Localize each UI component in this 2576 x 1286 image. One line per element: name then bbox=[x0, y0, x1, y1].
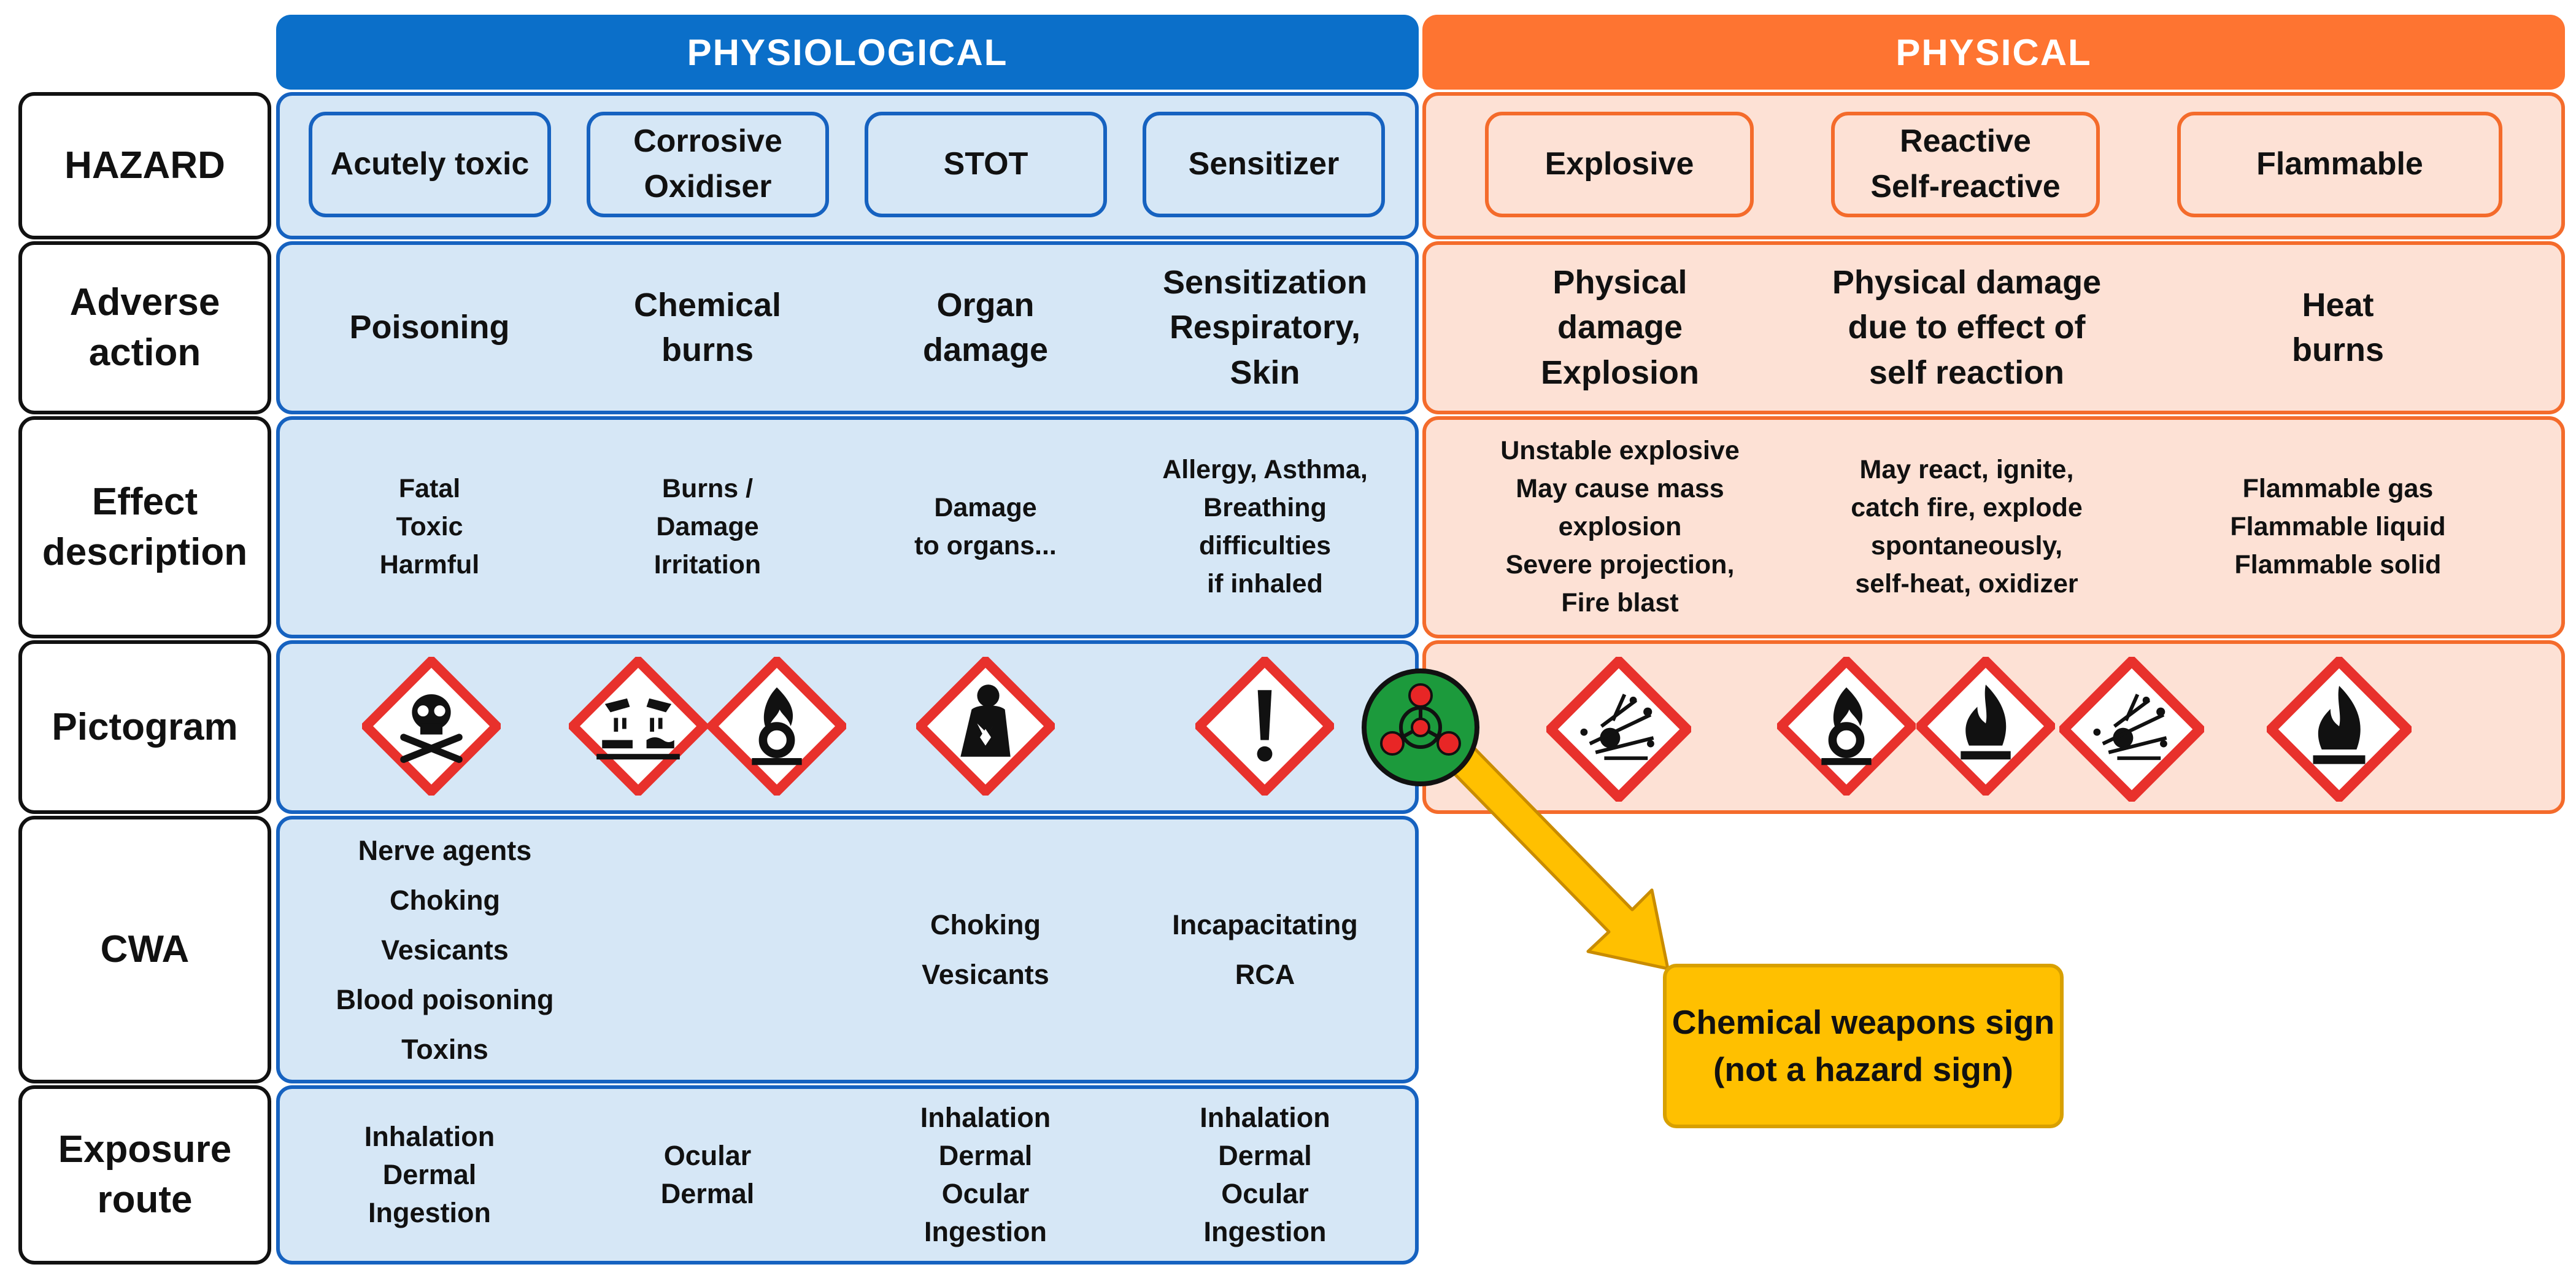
hazard-stot: STOT bbox=[865, 112, 1107, 217]
exploding-bomb-icon bbox=[2059, 657, 2204, 802]
cwa-stot: Choking Vesicants bbox=[922, 909, 1049, 990]
exploding-bomb-icon bbox=[1546, 657, 1691, 802]
flame-over-circle-icon bbox=[1777, 657, 1916, 796]
physical-effect-panel bbox=[1422, 416, 2565, 638]
hazard-acutely-toxic: Acutely toxic bbox=[309, 112, 551, 217]
adverse-heat-burns: Heat burns bbox=[2291, 286, 2384, 368]
effect-flammable: Flammable gas Flammable liquid Flammable… bbox=[2230, 474, 2446, 579]
physical-header: PHYSICAL bbox=[1422, 15, 2565, 90]
corrosion-icon bbox=[569, 657, 708, 796]
physiological-cwa-panel bbox=[276, 816, 1419, 1083]
effect-stot: Damage to organs... bbox=[914, 493, 1057, 560]
health-hazard-icon bbox=[916, 657, 1055, 796]
physiological-exposure-panel bbox=[276, 1085, 1419, 1265]
row-label-hazard: HAZARD bbox=[18, 92, 271, 239]
adverse-sensitization: Sensitization Respiratory, Skin bbox=[1162, 263, 1368, 391]
adverse-physical-damage-explosion: Physical damage Explosion bbox=[1540, 263, 1700, 391]
skull-crossbones-icon bbox=[362, 657, 501, 796]
cwa-acutely-toxic: Nerve agents Choking Vesicants Blood poi… bbox=[336, 834, 554, 1065]
exposure-stot: Inhalation Dermal Ocular Ingestion bbox=[920, 1101, 1051, 1248]
flame-icon bbox=[2267, 657, 2412, 802]
chemical-weapons-icon bbox=[1362, 668, 1479, 786]
chemical-weapons-callout: Chemical weapons sign (not a hazard sign… bbox=[1663, 964, 2064, 1128]
adverse-organ-damage: Organ damage bbox=[922, 286, 1049, 368]
hazard-reactive-self-reactive: Reactive Self-reactive bbox=[1831, 112, 2100, 217]
row-label-exposure-route: Exposure route bbox=[18, 1085, 271, 1265]
exposure-corrosive: Ocular Dermal bbox=[660, 1139, 755, 1209]
flame-icon bbox=[1916, 657, 2055, 796]
physiological-header: PHYSIOLOGICAL bbox=[276, 15, 1419, 90]
exposure-sensitizer: Inhalation Dermal Ocular Ingestion bbox=[1200, 1101, 1330, 1248]
effect-explosive: Unstable explosive May cause mass explos… bbox=[1500, 436, 1740, 618]
row-label-adverse-action: Adverse action bbox=[18, 241, 271, 414]
row-label-cwa: CWA bbox=[18, 816, 271, 1083]
adverse-chemical-burns: Chemical burns bbox=[633, 286, 782, 368]
cwa-sensitizer: Incapacitating RCA bbox=[1172, 909, 1358, 990]
hazard-sensitizer: Sensitizer bbox=[1143, 112, 1385, 217]
effect-reactive: May react, ignite, catch fire, explode s… bbox=[1851, 455, 2083, 598]
physiological-effect-panel bbox=[276, 416, 1419, 638]
adverse-physical-damage-self-reaction: Physical damage due to effect of self re… bbox=[1832, 263, 2102, 391]
effect-sensitizer: Allergy, Asthma, Breathing difficulties … bbox=[1162, 455, 1368, 598]
row-label-pictogram: Pictogram bbox=[18, 640, 271, 814]
exposure-acutely-toxic: Inhalation Dermal Ingestion bbox=[364, 1120, 495, 1229]
row-label-effect-description: Effect description bbox=[18, 416, 271, 638]
flame-over-circle-icon bbox=[708, 657, 846, 796]
hazard-corrosive-oxidiser: Corrosive Oxidiser bbox=[587, 112, 829, 217]
adverse-poisoning: Poisoning bbox=[349, 309, 510, 346]
effect-corrosive: Burns / Damage Irritation bbox=[654, 474, 762, 579]
physiological-adverse-panel bbox=[276, 241, 1419, 414]
exclamation-mark-icon bbox=[1195, 657, 1334, 796]
physical-adverse-panel bbox=[1422, 241, 2565, 414]
hazard-flammable: Flammable bbox=[2177, 112, 2502, 217]
effect-acutely-toxic: Fatal Toxic Harmful bbox=[379, 474, 480, 579]
hazard-explosive: Explosive bbox=[1485, 112, 1754, 217]
callout-arrow bbox=[1440, 737, 1670, 970]
